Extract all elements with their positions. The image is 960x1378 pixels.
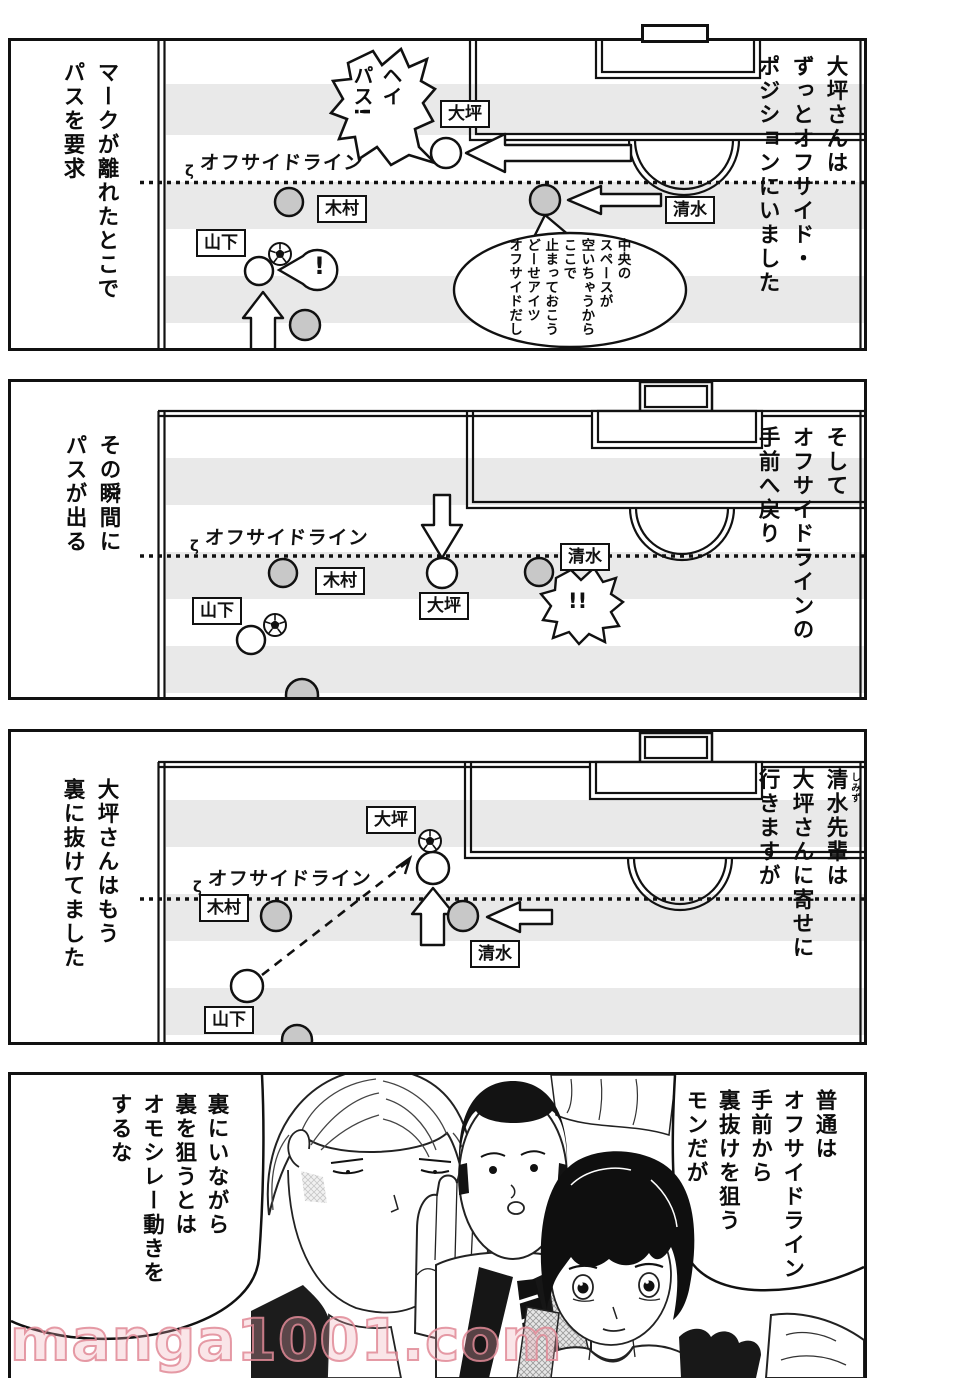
thought-text: 中央の スペースが 空いちゃうから ここで 止まっておこう どーせアイツ オフサ… [506,238,631,336]
player-otsubo [429,136,463,170]
hair [458,1081,568,1165]
player-shimizu [523,556,555,588]
mouth [507,1201,525,1215]
pass-arrow-otsubo [464,132,633,174]
soccer-ball [418,829,442,853]
field-lines [157,41,864,348]
arrow-left-shimizu [485,900,554,934]
field-lines [157,382,864,697]
soccer-ball [268,242,292,266]
surprise-balloon [538,566,626,646]
mouth [602,1328,626,1332]
background-figure [550,1075,677,1136]
hair [540,1151,695,1320]
player-defender [284,677,320,697]
player-otsubo [415,850,451,886]
balloon-right [672,1075,864,1291]
suit [251,1285,333,1378]
field-diagram-2 [140,382,864,697]
label-shimizu: 清水 [665,196,715,225]
player-shimizu [446,899,480,933]
label-kimura: 木村 [315,567,365,596]
goal-frame [641,24,709,43]
narration-right: 大坪さんは ずっとオフサイド・ ポジションにいました [755,55,848,295]
offside-line-mark: ζ [193,878,202,896]
young-man [516,1151,710,1378]
player-yamashita [229,968,265,1004]
offside-line-mark: ζ [190,537,199,555]
player-otsubo [425,556,459,590]
characters-art [11,1075,864,1378]
label-shimizu: 清水 [470,940,520,969]
player-kimura [267,557,299,589]
offside-line-mark: ζ [185,162,194,180]
offside-line-label: オフサイドライン [204,527,370,549]
soccer-ball [263,613,287,637]
player-yamashita [235,624,267,656]
arrows [241,132,663,348]
arrow-yamashita-up [241,290,285,348]
beard-shadow [301,1171,327,1203]
offside-line-label: オフサイドライン [199,152,365,174]
label-kimura: 木村 [317,195,367,224]
offside-line-label: オフサイドライン [207,868,373,890]
site-watermark: manga1001.com [9,1305,563,1375]
panel-1: 大坪さんは ずっとオフサイド・ ポジションにいました マークが離れたとこで パス… [8,38,867,351]
label-yamashita: 山下 [204,1006,254,1035]
label-otsubo: 大坪 [366,806,416,835]
panel-3: 清水先輩は 大坪さんに寄せに 行きますが しみず 大坪さんはもう 裏に抜けてまし… [8,729,867,1045]
ear [287,1129,311,1168]
player-defender [280,1023,314,1042]
hair-strokes [271,1078,470,1211]
balloon-left [11,1075,264,1339]
label-yamashita: 山下 [192,597,242,626]
surprise-text: !! [568,589,588,613]
dialogue-right: 普通は オフサイドライン 手前から 裏抜けを狙う モンだが [683,1089,837,1281]
player-yamashita [243,255,275,287]
field-lines [157,732,864,1042]
narration-left: マークが離れたとこで パスを要求 [59,61,119,301]
thought-balloon [452,213,688,348]
label-shimizu: 清水 [560,543,610,572]
eyes [572,1272,660,1300]
arrow-shimizu [566,184,663,216]
player-defender [288,308,322,342]
furigana: しみず [849,772,860,804]
pass-arrowhead [395,854,413,875]
corner-figure [679,1312,864,1378]
player-kimura [259,899,293,933]
arrow-down-otsubo [420,493,464,560]
hair-tufts [679,1328,761,1378]
label-otsubo: 大坪 [419,592,469,621]
exclaim-text: ! [314,252,325,280]
player-kimura [273,186,305,218]
field-diagram-3 [140,732,864,1042]
label-yamashita: 山下 [196,229,246,258]
label-otsubo: 大坪 [440,100,490,129]
player-shimizu [528,183,562,217]
bag-strap [516,1306,560,1378]
panel-2: そして オフサイドラインの 手前へ戻り その瞬間に パスが出る オフサイドライン… [8,379,867,700]
speech-balloons [11,1075,864,1341]
label-kimura: 木村 [199,894,249,923]
narration-left: 大坪さんはもう 裏に抜けてました [59,778,119,970]
field-diagram-1 [140,41,864,348]
dialogue-left: 裏にいながら 裏を狙うとは オモシレー動きを するな [107,1093,229,1285]
panel-4: 普通は オフサイドライン 手前から 裏抜けを狙う モンだが 裏にいながら 裏を狙… [8,1072,867,1378]
narration-right: 清水先輩は 大坪さんに寄せに 行きますが [755,768,848,960]
narration-right: そして オフサイドラインの 手前へ戻り [755,426,848,642]
exclaim-balloon [276,248,339,292]
collar [588,1346,634,1363]
shout-text: ヘイ パス! [350,65,403,118]
lapel-left [459,1267,513,1378]
shirt [326,1313,402,1378]
narration-left: その瞬間に パスが出る [61,434,121,554]
